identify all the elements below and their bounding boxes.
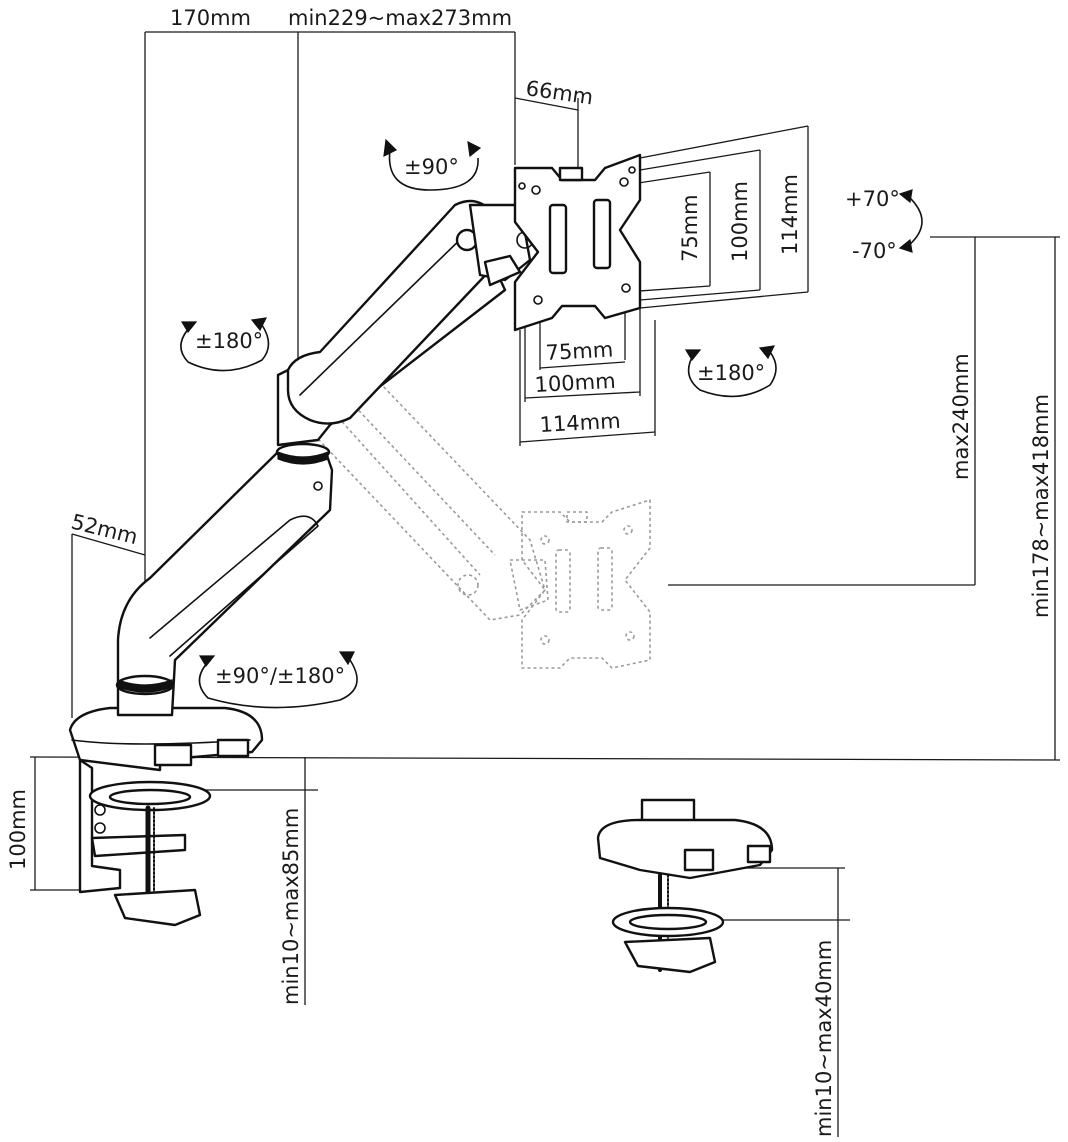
rotation-arrows [180, 138, 923, 709]
tilt-down-label: -70° [852, 239, 897, 263]
vesa-w-mid-label: 100mm [534, 369, 616, 397]
arm-reach-label: min229~max273mm [288, 6, 512, 30]
height-range-label: min178~max418mm [1029, 394, 1053, 618]
base-swivel-label: ±90°/±180° [215, 664, 345, 688]
grommet-thickness-label: min10~max40mm [812, 940, 836, 1137]
vesa-h-large-label: 114mm [778, 174, 802, 255]
vesa-w-small-label: 75mm [545, 337, 614, 365]
vesa-depth-label: 66mm [524, 76, 594, 109]
vesa-h-small-label: 75mm [678, 194, 702, 262]
arm-offset-label: 170mm [170, 6, 251, 30]
elbow-swivel-label: ±180° [195, 329, 263, 353]
upper-arm [276, 199, 534, 447]
head-swivel-label: ±90° [404, 155, 459, 179]
clamp-thickness-label: min10~max85mm [279, 808, 303, 1005]
clamp-base [68, 706, 264, 927]
lower-arm [115, 442, 334, 717]
ghost-vesa-plate [521, 499, 651, 669]
vesa-plate [513, 153, 642, 332]
clamp-height-label: 100mm [6, 789, 30, 870]
lift-range-label: max240mm [949, 353, 973, 480]
dimension-labels: 170mm min229~max273mm 66mm 52mm 75mm 100… [6, 6, 1053, 1137]
vesa-h-mid-label: 100mm [728, 181, 752, 262]
vesa-w-large-label: 114mm [539, 409, 621, 437]
portrait-rotation-label: ±180° [697, 361, 765, 385]
grommet-base [596, 798, 774, 974]
tilt-up-label: +70° [845, 187, 900, 211]
rotation-labels: ±90° +70° -70° ±180° ±180° ±90°/±180° [195, 155, 900, 688]
